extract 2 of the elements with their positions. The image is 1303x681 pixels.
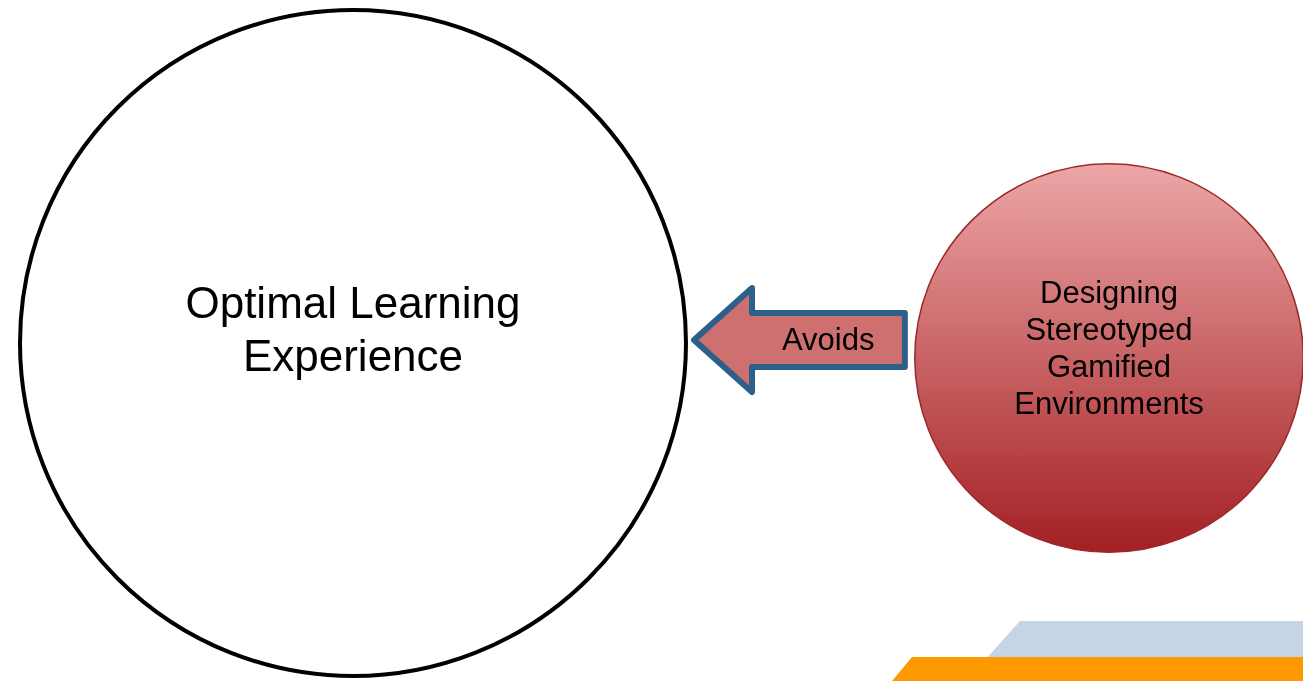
- node-label: Designing Stereotyped Gamified Environments: [1013, 273, 1205, 423]
- node-label: Optimal Learning Experience: [184, 277, 522, 382]
